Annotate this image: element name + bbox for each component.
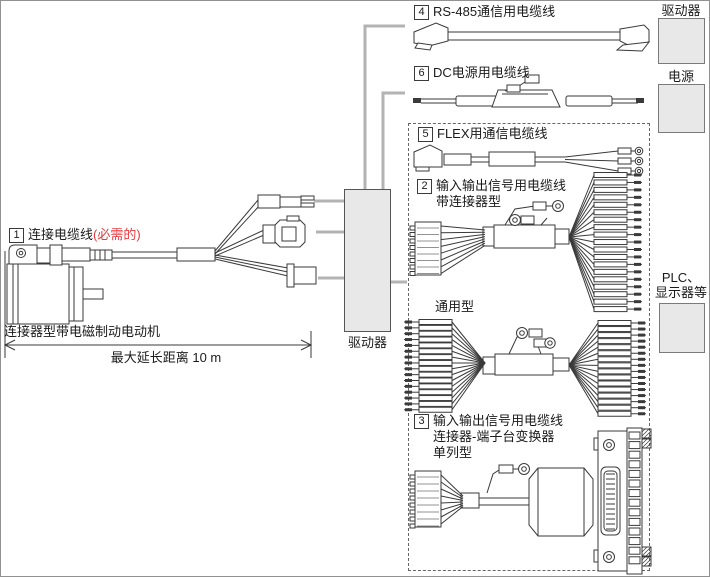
item3-subtitle1: 连接器-端子台变换器 <box>433 429 555 444</box>
driver-box-top <box>658 18 705 64</box>
plc-label-line2: 显示器等 <box>654 285 707 300</box>
general-type-right-fanout <box>568 320 646 417</box>
item2-label: 2 输入输出信号用电缆线 带连接器型 <box>417 178 566 210</box>
flex-cable-illustration <box>413 144 644 176</box>
item2-number-badge: 2 <box>417 179 432 194</box>
general-type-left-fanout <box>404 319 486 413</box>
item2-subtitle: 带连接器型 <box>436 194 502 209</box>
item3-title: 输入输出信号用电缆线 <box>433 413 564 428</box>
driver-top-label: 驱动器 <box>661 3 701 18</box>
item1-title: 连接电缆线 <box>28 227 94 242</box>
item3-label: 3 输入输出信号用电缆线 连接器-端子台变换器 单列型 <box>414 413 563 461</box>
power-box <box>658 84 705 133</box>
item1-label: 1 连接电缆线 (必需的) <box>9 227 141 243</box>
motor-illustration <box>6 263 104 325</box>
item3-number-badge: 3 <box>414 414 429 429</box>
item1-required-note: (必需的) <box>93 227 141 242</box>
item6-label: 6 DC电源用电缆线 <box>414 65 530 81</box>
plc-box <box>659 303 705 353</box>
terminal-block-illustration <box>593 427 652 575</box>
io-cable-terminal-converter-illustration <box>409 463 594 537</box>
item3-subtitle2: 单列型 <box>433 445 473 460</box>
item6-title: DC电源用电缆线 <box>433 65 530 80</box>
io-cable-wire-fanout <box>568 172 642 313</box>
io-cable-connector-type-illustration <box>409 200 570 276</box>
item6-number-badge: 6 <box>414 66 429 81</box>
item5-title: FLEX用通信电缆线 <box>437 126 548 141</box>
item2-text: 输入输出信号用电缆线 带连接器型 <box>436 178 566 210</box>
plc-label-line1: PLC、 <box>661 270 701 285</box>
item1-number-badge: 1 <box>9 228 24 243</box>
motor-caption: 连接器型带电磁制动电动机 <box>4 324 161 339</box>
connection-cable-illustration <box>8 194 317 288</box>
rs485-cable-illustration <box>413 22 651 52</box>
io-cable-general-type-illustration <box>482 327 570 376</box>
item4-label: 4 RS-485通信用电缆线 <box>414 4 555 20</box>
item5-number-badge: 5 <box>418 127 433 142</box>
item4-title: RS-485通信用电缆线 <box>433 4 556 19</box>
item4-number-badge: 4 <box>414 5 429 20</box>
max-distance-caption: 最大延长距离 10 m <box>110 350 222 365</box>
driver-center-label: 驱动器 <box>347 335 387 350</box>
driver-connection-lines <box>314 24 407 284</box>
driver-box-center <box>344 189 391 332</box>
item5-label: 5 FLEX用通信电缆线 <box>418 126 548 142</box>
power-label: 电源 <box>667 69 694 84</box>
general-type-label: 通用型 <box>435 299 475 314</box>
item3-text: 输入输出信号用电缆线 连接器-端子台变换器 单列型 <box>433 413 563 461</box>
dc-power-cable-illustration <box>413 74 644 108</box>
max-distance-dimension <box>3 251 313 358</box>
item2-title: 输入输出信号用电缆线 <box>436 178 567 193</box>
plc-label: PLC、 显示器等 <box>646 270 709 300</box>
